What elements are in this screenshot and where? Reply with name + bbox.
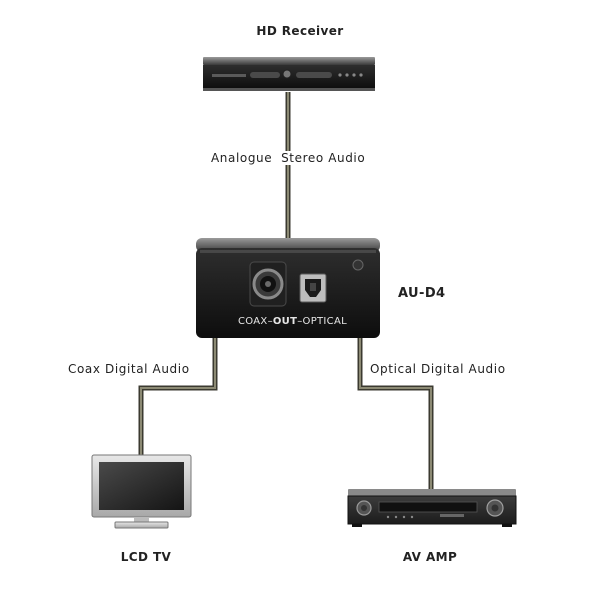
optical-audio-label: Optical Digital Audio xyxy=(368,362,508,376)
lcd-tv-device xyxy=(92,455,191,528)
hd-receiver-label: HD Receiver xyxy=(0,24,600,38)
lcd-tv-label: LCD TV xyxy=(96,550,196,564)
coax-cable xyxy=(141,336,215,456)
coax-audio-label: Coax Digital Audio xyxy=(66,362,192,376)
panel-text-optical: –OPTICAL xyxy=(297,316,347,327)
converter-panel-text: COAX–OUT–OPTICAL xyxy=(238,316,347,327)
optical-cable xyxy=(360,336,431,490)
optical-port xyxy=(300,274,326,302)
coax-port xyxy=(250,262,286,306)
panel-text-out: OUT xyxy=(273,316,297,327)
analogue-audio-label: Analogue Stereo Audio xyxy=(209,151,367,165)
panel-text-coax: COAX– xyxy=(238,316,273,327)
hd-receiver-device xyxy=(203,57,375,91)
au-d4-label: AU-D4 xyxy=(398,286,445,301)
av-amp-label: AV AMP xyxy=(380,550,480,564)
av-amp-device xyxy=(348,489,516,527)
